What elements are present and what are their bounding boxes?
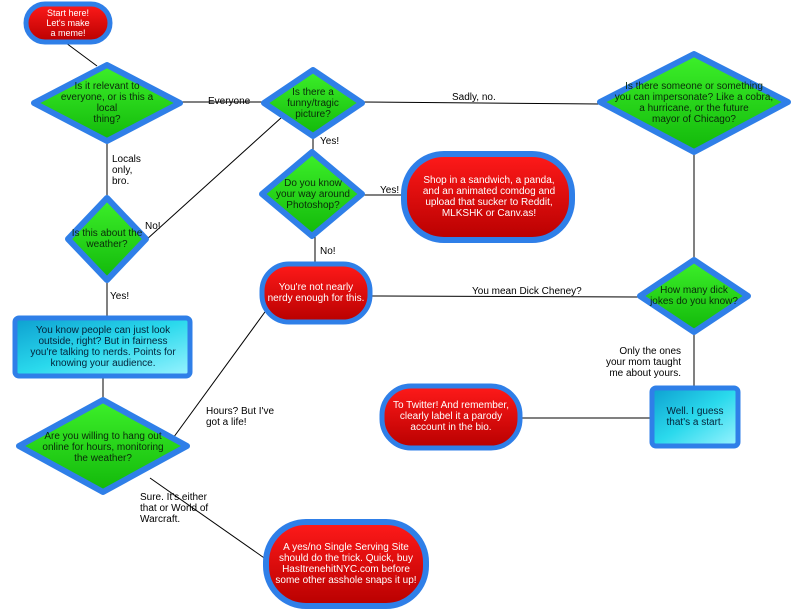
edge-weather-funny [145,107,293,241]
edge-label-hours: Hours? But I've got a life! [206,406,275,428]
single-serving-label: A yes/no Single Serving Site should do t… [275,542,417,586]
edge-label-locals-only: Locals only, bro. [112,154,141,187]
weather-diamond[interactable] [65,195,149,283]
to-twitter-node[interactable] [379,383,523,451]
single-serving-node[interactable] [263,519,429,609]
edge-label-everyone: Everyone [208,96,251,107]
relevant-diamond[interactable] [31,62,183,144]
shop-in-label: Shop in a sandwich, a panda, and an anim… [422,175,556,219]
start-label: Start here! Let's make a meme! [46,8,90,38]
edge-hangout-notnerdy [159,304,271,457]
dick-jokes-label: How many dick jokes do you know? [650,285,738,307]
not-nerdy-label: You're not nearly nerdy enough for this. [267,282,365,304]
start-node[interactable] [23,1,113,45]
edge-hangout-singleserving [149,477,271,563]
shop-in-node[interactable] [401,151,575,243]
edge-label-yes-picture: Yes! [320,136,340,147]
edge-label-yes-photoshop: Yes! [380,185,400,196]
know-people-node[interactable] [12,315,193,379]
edge-funny-impersonate [361,101,601,105]
guess-start-label: Well. I guess that's a start. [666,406,724,428]
dick-jokes-diamond[interactable] [637,257,751,335]
impersonate-diamond[interactable] [597,51,791,155]
edge-label-yes-weather: Yes! [110,291,130,302]
edge-label-sadly-no: Sadly, no. [452,92,496,103]
edge-notnerdy-dickjokes [367,295,641,298]
photoshop-diamond[interactable] [259,149,365,239]
not-nerdy-node[interactable] [259,261,373,325]
impersonate-label: Is there someone or something you can im… [614,81,774,125]
funny-picture-label: Is there a funny/tragic picture? [287,86,339,120]
photoshop-label: Do you know your way around Photoshop? [276,177,350,211]
hang-out-label: Are you willing to hang out online for h… [42,430,164,464]
edge-label-only-ones: Only the ones your mom taught me about y… [606,346,682,379]
weather-label: Is this about the weather? [71,228,143,250]
funny-picture-diamond[interactable] [261,67,365,139]
guess-start-node[interactable] [649,385,741,449]
relevant-label: Is it relevant to everyone, or is this a… [60,81,154,125]
edge-label-sure: Sure. It's either that or World of Warcr… [140,492,209,525]
hang-out-diamond[interactable] [16,397,190,495]
know-people-label: You know people can just look outside, r… [30,325,176,369]
edge-label-no-weather: No! [145,221,161,232]
edge-label-you-mean: You mean Dick Cheney? [472,286,582,297]
to-twitter-label: To Twitter! And remember, clearly label … [393,399,509,433]
edge-label-no-photoshop: No! [320,246,336,257]
